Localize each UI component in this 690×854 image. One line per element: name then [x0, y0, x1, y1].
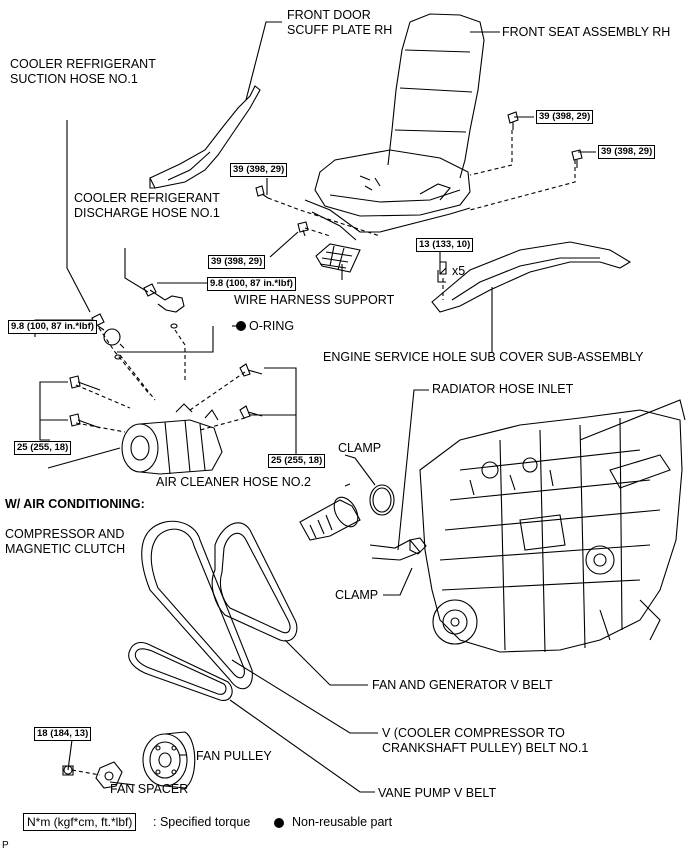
label-x5: x5 [452, 264, 466, 278]
torque-seat-right-lower: 39 (398, 29) [598, 145, 656, 159]
torque-compressor-left: 25 (255, 18) [14, 441, 72, 455]
label-suction-hose: COOLER REFRIGERANT SUCTION HOSE NO.1 [10, 57, 156, 87]
front-seat-drawing [304, 13, 485, 241]
leader-lines [34, 21, 596, 793]
torque-compressor-right: 25 (255, 18) [268, 454, 326, 468]
label-line: CRANKSHAFT PULLEY) BELT NO.1 [382, 741, 589, 755]
label-fan-pulley: FAN PULLEY [196, 749, 272, 763]
label-fan-spacer: FAN SPACER [110, 782, 189, 796]
legend-unit-box: N*m (kgf*cm, ft.*lbf) [23, 813, 137, 831]
compressor-drawing [121, 403, 223, 475]
label-line: COOLER REFRIGERANT [74, 191, 220, 205]
legend-non-reusable: Non-reusable part [292, 815, 393, 829]
torque-suction-hose-bolt: 9.8 (100, 87 in.*lbf) [8, 320, 97, 334]
label-line: COOLER REFRIGERANT [10, 57, 156, 71]
label-line: MAGNETIC CLUTCH [5, 542, 126, 556]
label-engine-service-hole-cover: ENGINE SERVICE HOLE SUB COVER SUB-ASSEMB… [323, 350, 644, 364]
scuff-plate-drawing [149, 85, 261, 189]
legend-dot [274, 818, 284, 828]
label-fan-generator-belt: FAN AND GENERATOR V BELT [372, 678, 553, 692]
fan-spacer-drawing [62, 761, 123, 789]
torque-fan-pulley-nuts: 18 (184, 13) [34, 727, 92, 741]
bolts [69, 111, 583, 429]
radiator-hose-drawing [369, 539, 421, 561]
label-v-belt: V (COOLER COMPRESSOR TO CRANKSHAFT PULLE… [382, 726, 588, 756]
label-wire-harness-support: WIRE HARNESS SUPPORT [234, 293, 395, 307]
hose-fittings [97, 289, 185, 360]
label-o-ring: O-RING [249, 319, 295, 333]
label-line: DISCHARGE HOSE NO.1 [74, 206, 220, 220]
label-front-seat-assembly: FRONT SEAT ASSEMBLY RH [502, 25, 671, 39]
label-air-cleaner-hose: AIR CLEANER HOSE NO.2 [156, 475, 311, 489]
label-radiator-hose-inlet: RADIATOR HOSE INLET [432, 382, 574, 396]
engine-drawing [419, 399, 686, 653]
torque-seat-left-upper: 39 (398, 29) [230, 163, 288, 177]
label-line: SCUFF PLATE RH [287, 23, 393, 37]
label-compressor: COMPRESSOR AND MAGNETIC CLUTCH [5, 527, 125, 557]
service-cover-drawing [431, 241, 632, 313]
legend-torque-text: : Specified torque [153, 815, 251, 829]
torque-seat-left-lower: 39 (398, 29) [208, 255, 266, 269]
label-line: COMPRESSOR AND [5, 527, 125, 541]
air-cleaner-hose-drawing [299, 496, 361, 541]
page-mark: P [2, 840, 9, 851]
label-clamp-lower: CLAMP [335, 588, 379, 602]
label-line: FRONT DOOR [287, 8, 371, 22]
non-reusable-dot [236, 321, 246, 331]
belt-drawings [128, 520, 298, 701]
torque-cover-bolts: 13 (133, 10) [416, 238, 474, 252]
label-clamp-upper: CLAMP [338, 441, 382, 455]
label-line: SUCTION HOSE NO.1 [10, 72, 138, 86]
label-front-door-scuff-plate: FRONT DOOR SCUFF PLATE RH [287, 8, 392, 38]
torque-discharge-hose-bolt: 9.8 (100, 87 in.*lbf) [207, 277, 296, 291]
label-discharge-hose: COOLER REFRIGERANT DISCHARGE HOSE NO.1 [74, 191, 220, 221]
wire-harness-support-drawing [315, 243, 361, 273]
label-w-air-conditioning: W/ AIR CONDITIONING: [5, 497, 145, 511]
label-vane-pump-belt: VANE PUMP V BELT [378, 786, 497, 800]
torque-seat-right-upper: 39 (398, 29) [536, 110, 594, 124]
fan-pulley-drawing [142, 731, 196, 789]
label-line: V (COOLER COMPRESSOR TO [382, 726, 565, 740]
clamp-drawings [369, 484, 427, 555]
